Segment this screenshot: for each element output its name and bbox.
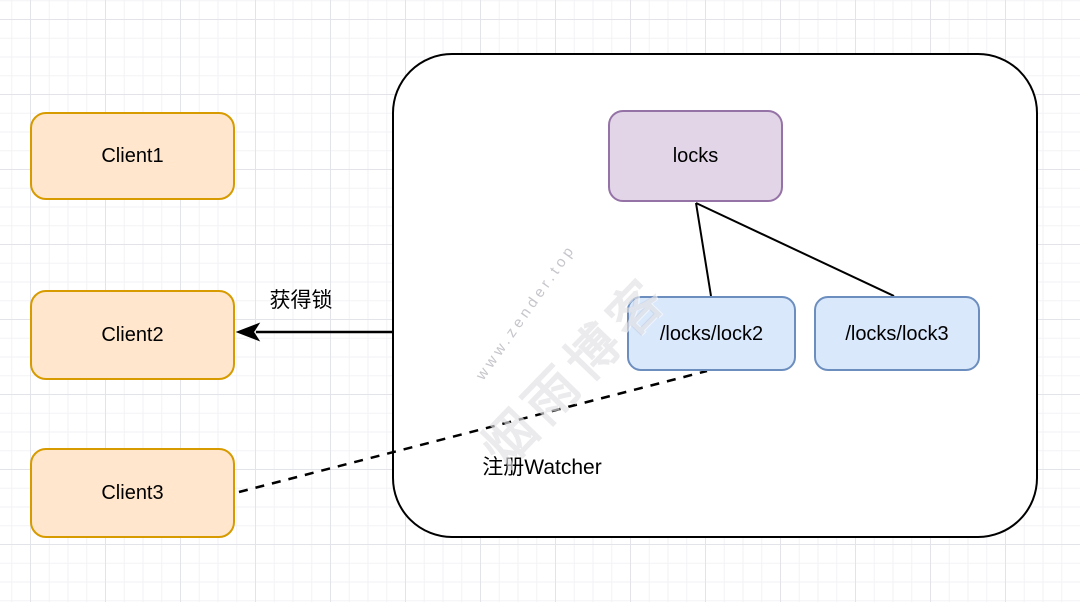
acquire-lock-label: 获得锁 [269, 289, 333, 312]
lock3-node: /locks/lock3 [814, 296, 980, 371]
lock2-label: /locks/lock2 [659, 322, 764, 345]
client3-node: Client3 [30, 448, 235, 538]
lock3-label: /locks/lock3 [845, 322, 949, 345]
client2-label: Client2 [101, 324, 164, 346]
client3-label: Client3 [101, 482, 164, 504]
locks-root-node: locks [608, 110, 783, 202]
register-watcher-label: 注册Watcher [482, 456, 602, 479]
locks-root-label: locks [672, 145, 719, 167]
client2-node: Client2 [30, 290, 235, 380]
client1-label: Client1 [101, 145, 164, 167]
lock2-node: /locks/lock2 [627, 296, 796, 371]
client1-node: Client1 [30, 112, 235, 200]
